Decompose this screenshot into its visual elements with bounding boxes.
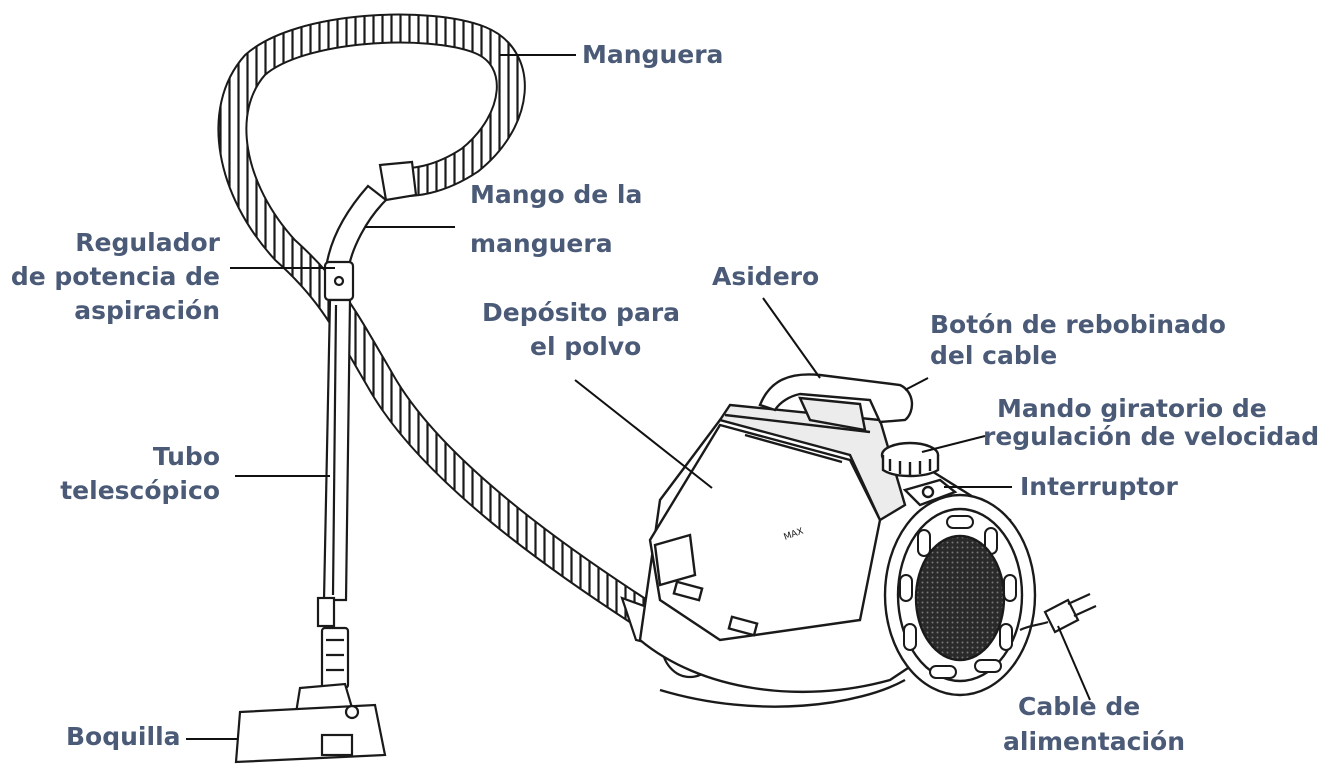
label-asidero: Asidero — [712, 262, 820, 291]
hose-handle — [323, 160, 418, 302]
label-deposito-line2: el polvo — [530, 332, 642, 361]
power-plug — [1019, 592, 1097, 634]
label-boton-line2: del cable — [930, 341, 1058, 370]
label-deposito-line1: Depósito para — [482, 298, 681, 327]
label-regulador-line2: de potencia de — [10, 262, 220, 291]
vacuum-body: MAX — [638, 373, 1012, 708]
hose — [217, 13, 649, 625]
leader-lines — [186, 54, 1091, 740]
label-boquilla: Boquilla — [66, 722, 181, 751]
label-boton-line1: Botón de rebobinado — [930, 310, 1226, 339]
label-tubo-line1: Tubo — [152, 442, 220, 471]
label-mango-line2: manguera — [470, 229, 613, 258]
nozzle — [234, 682, 387, 764]
label-mando-line1: Mando giratorio de — [997, 394, 1267, 423]
label-regulador-line3: aspiración — [74, 296, 220, 325]
label-tubo-line2: telescópico — [60, 476, 220, 505]
label-cable-line1: Cable de — [1018, 692, 1141, 721]
telescopic-tube — [316, 298, 352, 690]
label-manguera: Manguera — [582, 40, 724, 69]
label-mando-line2: regulación de velocidad — [983, 422, 1320, 451]
label-mango-line1: Mango de la — [470, 180, 643, 209]
label-interruptor: Interruptor — [1020, 472, 1178, 501]
label-cable-line2: alimentación — [1003, 727, 1185, 756]
label-regulador-line1: Regulador — [75, 228, 220, 257]
exhaust-grille — [883, 493, 1037, 697]
